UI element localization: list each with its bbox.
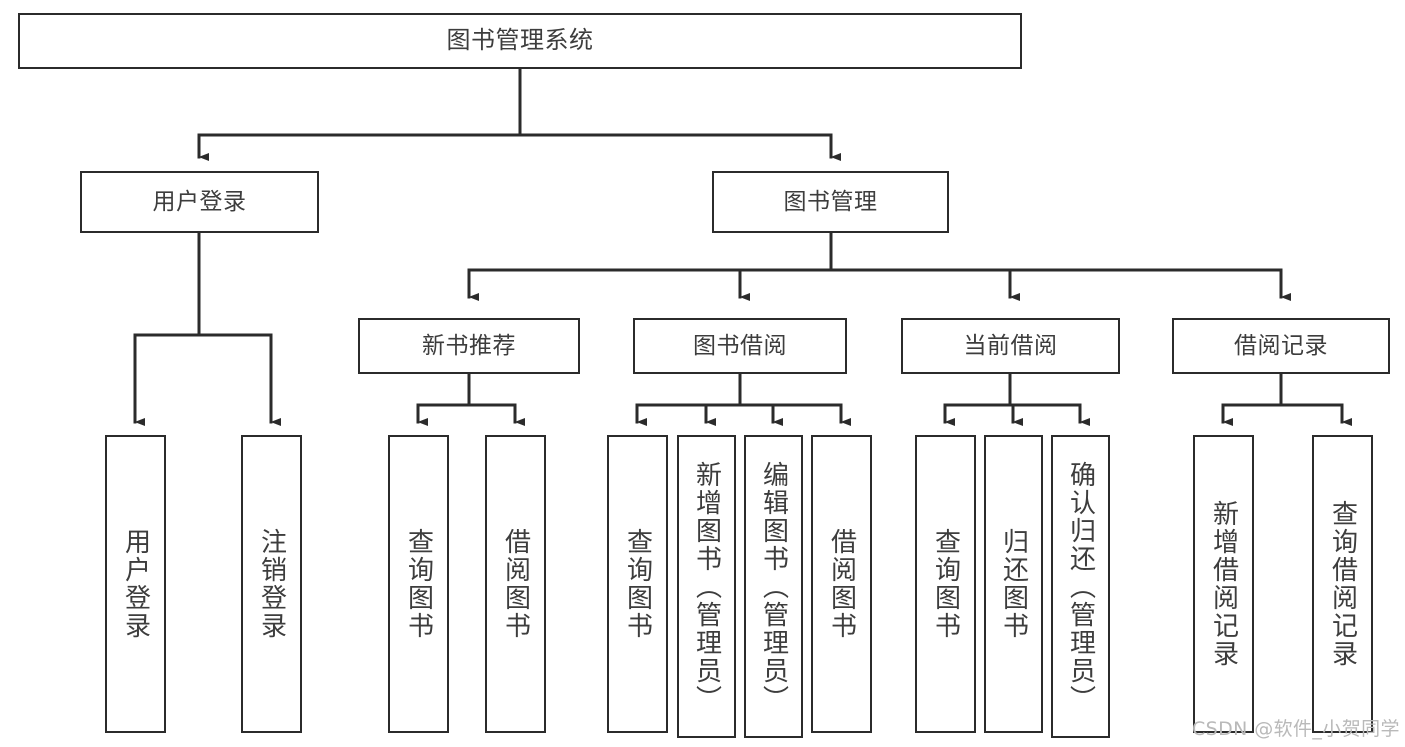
node-book-borrow[interactable]: 图书借阅 (633, 318, 847, 374)
leaf-add-book-admin[interactable]: 新增图书（管理员） (677, 435, 736, 738)
leaf-user-login[interactable]: 用户登录 (105, 435, 166, 733)
node-label: 归还图书 (998, 528, 1029, 640)
node-user-login[interactable]: 用户登录 (80, 171, 319, 233)
leaf-borrow-book-borrow[interactable]: 借阅图书 (811, 435, 872, 733)
node-label: 图书管理系统 (446, 26, 594, 55)
leaf-borrow-book-recommend[interactable]: 借阅图书 (485, 435, 546, 733)
node-label: 新增图书（管理员） (691, 460, 722, 713)
leaf-query-book-borrow[interactable]: 查询图书 (607, 435, 668, 733)
node-label: 图书借阅 (693, 332, 787, 359)
node-label: 确认归还（管理员） (1065, 460, 1096, 713)
node-label: 查询图书 (622, 528, 653, 640)
node-new-book-recommend[interactable]: 新书推荐 (358, 318, 580, 374)
node-label: 用户登录 (152, 188, 247, 215)
node-current-borrow[interactable]: 当前借阅 (901, 318, 1120, 374)
node-label: 借阅记录 (1234, 332, 1328, 359)
leaf-logout-login[interactable]: 注销登录 (241, 435, 302, 733)
leaf-add-borrow-record[interactable]: 新增借阅记录 (1193, 435, 1254, 733)
leaf-query-borrow-record[interactable]: 查询借阅记录 (1312, 435, 1373, 733)
csdn-watermark: CSDN @软件_小贺同学 (1192, 718, 1400, 740)
leaf-query-book-current[interactable]: 查询图书 (915, 435, 976, 733)
leaf-query-book-recommend[interactable]: 查询图书 (388, 435, 449, 733)
node-label: 借阅图书 (826, 528, 857, 640)
node-borrow-record[interactable]: 借阅记录 (1172, 318, 1390, 374)
node-label: 用户登录 (120, 528, 151, 640)
leaf-confirm-return-admin[interactable]: 确认归还（管理员） (1051, 435, 1110, 738)
node-root-book-management-system[interactable]: 图书管理系统 (18, 13, 1022, 69)
leaf-return-book[interactable]: 归还图书 (984, 435, 1043, 733)
node-label: 查询借阅记录 (1327, 500, 1358, 668)
node-label: 查询图书 (403, 528, 434, 640)
node-book-management[interactable]: 图书管理 (712, 171, 949, 233)
node-label: 查询图书 (930, 528, 961, 640)
node-label: 图书管理 (783, 188, 878, 215)
node-label: 注销登录 (256, 528, 287, 640)
node-label: 编辑图书（管理员） (758, 460, 789, 713)
leaf-edit-book-admin[interactable]: 编辑图书（管理员） (744, 435, 803, 738)
node-label: 借阅图书 (500, 528, 531, 640)
node-label: 新书推荐 (422, 332, 516, 359)
node-label: 新增借阅记录 (1208, 500, 1239, 668)
node-label: 当前借阅 (963, 332, 1058, 359)
